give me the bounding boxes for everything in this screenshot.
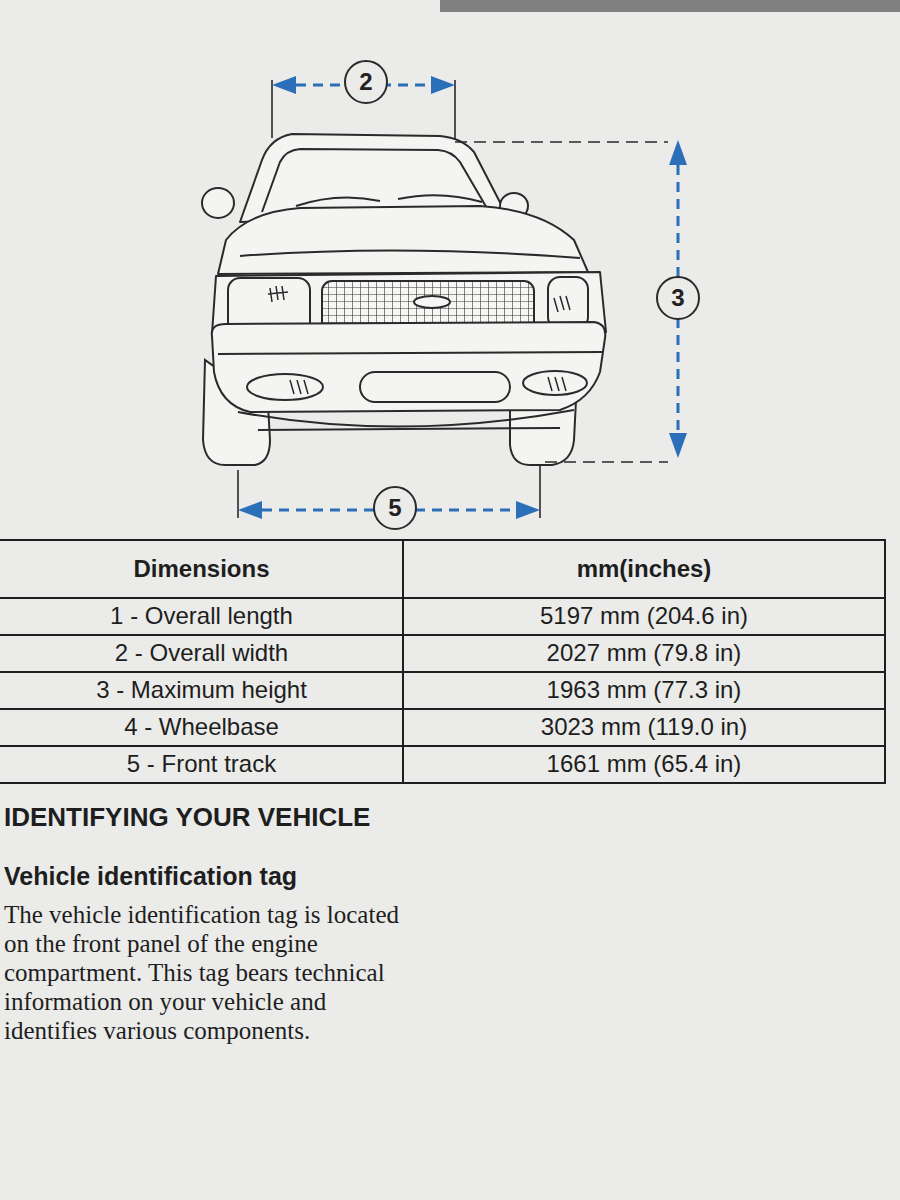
table-cell: 1963 mm (77.3 in) <box>547 677 742 703</box>
callout-number: 5 <box>373 486 417 530</box>
callout-number: 3 <box>656 276 700 320</box>
callout-number: 2 <box>344 60 388 104</box>
truck-body <box>202 134 606 430</box>
table-cell: 1661 mm (65.4 in) <box>547 751 742 777</box>
table-cell: 3 - Maximum height <box>96 677 307 703</box>
table-cell: 5197 mm (204.6 in) <box>540 603 748 629</box>
table-header: mm(inches) <box>577 556 712 582</box>
table-cell: 2 - Overall width <box>115 640 288 666</box>
table-cell: 2027 mm (79.8 in) <box>547 640 742 666</box>
table-cell: 3023 mm (119.0 in) <box>541 714 747 740</box>
subheading: Vehicle identification tag <box>4 862 297 891</box>
table-cell: 5 - Front track <box>127 751 276 777</box>
body-text: The vehicle identification tag is locate… <box>4 900 424 1045</box>
table-grid <box>0 540 885 783</box>
extension-lines <box>238 80 668 518</box>
table-header: Dimensions <box>133 556 269 582</box>
callout-number-text: 2 <box>359 70 372 94</box>
dimension-arrows <box>238 76 687 519</box>
table-cell: 1 - Overall length <box>110 603 293 629</box>
header-band <box>440 0 900 12</box>
table-cell: 4 - Wheelbase <box>124 714 279 740</box>
callout-number-text: 5 <box>388 496 401 520</box>
callout-number-text: 3 <box>671 286 684 310</box>
section-heading: IDENTIFYING YOUR VEHICLE <box>4 802 370 833</box>
